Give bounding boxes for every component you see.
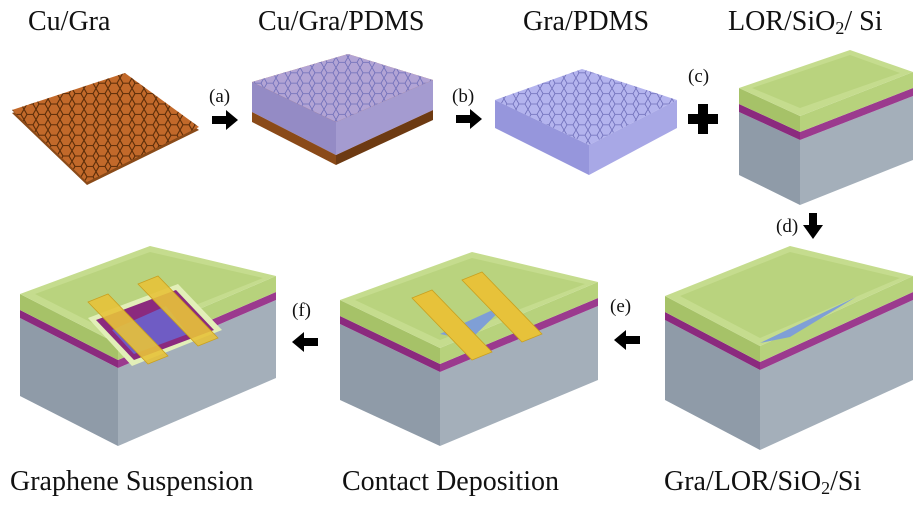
step-f-label: (f) xyxy=(292,300,311,321)
arrow-icon xyxy=(212,110,238,130)
arrow-icon xyxy=(614,330,640,350)
gra-pdms-block xyxy=(495,69,677,175)
step-b-label: (b) xyxy=(452,86,475,107)
label-lor-sio2-si: LOR/SiO2/ Si xyxy=(728,6,883,38)
step-e-label: (e) xyxy=(610,296,632,317)
lor-sio2-si-substrate xyxy=(739,50,913,205)
gold-contact xyxy=(137,275,219,347)
label-gra-lor-sio2-si: Gra/LOR/SiO2/Si xyxy=(664,466,862,498)
plus-icon xyxy=(688,104,718,134)
contact-deposition-substrate xyxy=(340,252,598,446)
gra-lor-sio2-si-substrate xyxy=(665,246,913,450)
graphene-suspension-substrate xyxy=(20,246,276,446)
arrow-icon xyxy=(456,109,482,129)
cu-gra-sheet xyxy=(12,73,199,185)
cu-gra-pdms-block xyxy=(252,54,433,165)
gold-contact xyxy=(461,271,543,343)
step-d-label: (d) xyxy=(776,216,799,237)
step-a-label: (a) xyxy=(209,86,231,107)
label-cu-gra: Cu/Gra xyxy=(28,6,111,37)
arrow-icon xyxy=(292,332,318,352)
label-cu-gra-pdms: Cu/Gra/PDMS xyxy=(258,6,425,37)
step-c-label: (c) xyxy=(688,66,710,87)
gold-contact xyxy=(87,293,169,365)
label-graphene-suspension: Graphene Suspension xyxy=(10,466,254,497)
graphene-flake xyxy=(760,297,856,343)
label-gra-pdms: Gra/PDMS xyxy=(523,6,650,37)
gold-contact xyxy=(411,289,493,361)
arrow-icon xyxy=(803,213,823,239)
label-contact-deposition: Contact Deposition xyxy=(342,466,559,497)
